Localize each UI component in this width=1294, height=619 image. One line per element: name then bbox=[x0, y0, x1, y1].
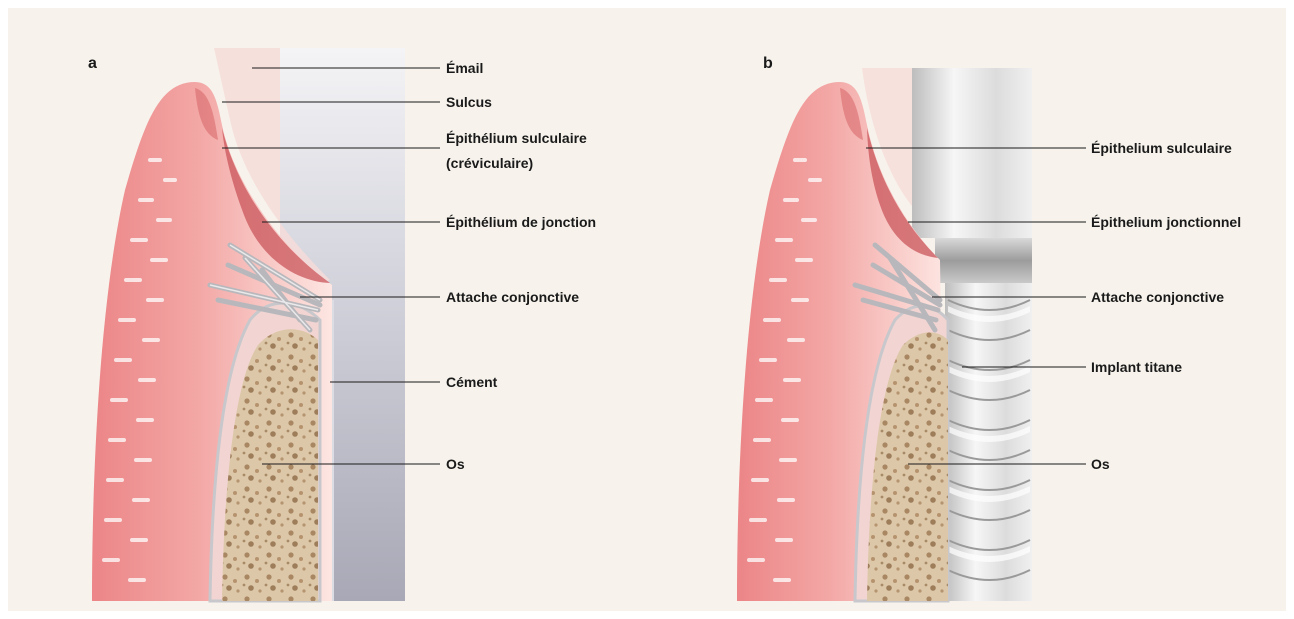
label-b-junctional-epithelium: Épithelium jonctionnel bbox=[1091, 214, 1241, 230]
label-sulcular-epithelium-2: (créviculaire) bbox=[446, 155, 533, 171]
label-b-sulcular-epithelium: Épithelium sulculaire bbox=[1091, 140, 1232, 156]
label-b-bone: Os bbox=[1091, 456, 1110, 472]
label-junctional-epithelium: Épithélium de jonction bbox=[446, 214, 596, 230]
label-b-connective-attachment: Attache conjonctive bbox=[1091, 289, 1224, 305]
implant-collar bbox=[935, 238, 1032, 283]
panel-a-letter: a bbox=[88, 55, 97, 72]
label-b-titanium-implant: Implant titane bbox=[1091, 359, 1182, 375]
label-connective-attachment: Attache conjonctive bbox=[446, 289, 579, 305]
label-sulcus: Sulcus bbox=[446, 94, 492, 110]
label-bone: Os bbox=[446, 456, 465, 472]
label-cementum: Cément bbox=[446, 374, 498, 390]
label-sulcular-epithelium-1: Épithélium sulculaire bbox=[446, 130, 587, 146]
abutment bbox=[912, 68, 1032, 238]
label-email: Émail bbox=[446, 60, 483, 76]
panel-b-letter: b bbox=[763, 55, 773, 72]
